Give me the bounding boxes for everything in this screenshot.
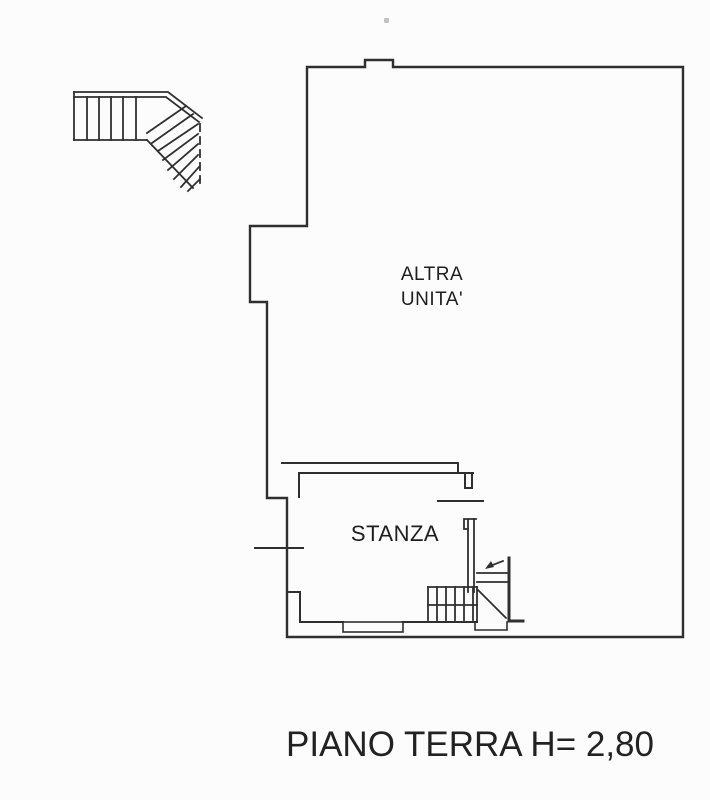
room-staircase-drawing (427, 556, 525, 631)
unit-outline (248, 58, 685, 639)
scan-speck (384, 18, 389, 23)
unit-outline-path (248, 58, 685, 639)
window-symbol (342, 621, 404, 633)
label-altra-line2: UNITA' (400, 289, 464, 310)
label-altra-unita: ALTRA UNITA' (352, 262, 512, 312)
direction-arrow-icon (485, 559, 505, 569)
stair-jamb (463, 518, 477, 593)
label-altra-line1: ALTRA (400, 264, 464, 285)
stanza-walls (254, 462, 484, 633)
label-piano-terra-caption: PIANO TERRA H= 2,80 (286, 725, 654, 764)
upper-staircase-drawing (73, 91, 204, 193)
label-stanza: STANZA (350, 521, 440, 546)
